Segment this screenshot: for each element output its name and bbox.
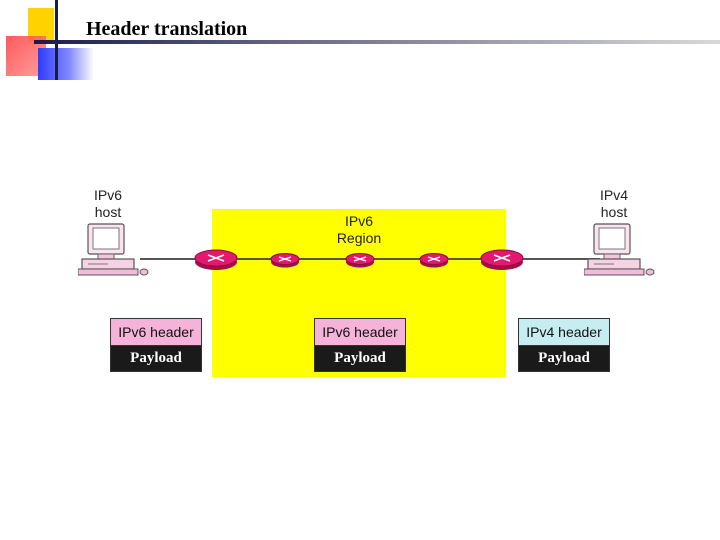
region-label-line2: Region — [336, 230, 382, 246]
router-icon — [345, 252, 375, 268]
left-host-label-line2: host — [94, 204, 122, 220]
slide-title: Header translation — [86, 18, 248, 40]
left-host-label: IPv6 host — [78, 187, 138, 221]
right-host-label-line1: IPv4 — [599, 187, 628, 203]
packet-payload: Payload — [315, 346, 405, 371]
region-label: IPv6 Region — [212, 213, 506, 247]
left-host-label-line1: IPv6 — [93, 187, 122, 203]
left-host-computer-icon — [77, 222, 150, 281]
decor-blue-square — [38, 48, 94, 80]
packet-ipv6-middle: IPv6 header Payload — [314, 318, 406, 372]
packet-header: IPv4 header — [519, 319, 609, 346]
packet-ipv4-right: IPv4 header Payload — [518, 318, 610, 372]
packet-ipv6-left: IPv6 header Payload — [110, 318, 202, 372]
right-host-label: IPv4 host — [584, 187, 644, 221]
right-host-computer-icon — [583, 222, 656, 281]
region-label-line1: IPv6 — [344, 213, 373, 229]
packet-header: IPv6 header — [315, 319, 405, 346]
router-icon — [419, 252, 449, 268]
packet-payload: Payload — [519, 346, 609, 371]
router-icon — [270, 252, 300, 268]
packet-payload: Payload — [111, 346, 201, 371]
right-border-router-icon — [480, 249, 524, 271]
packet-header: IPv6 header — [111, 319, 201, 346]
right-host-label-line2: host — [600, 204, 628, 220]
left-border-router-icon — [194, 249, 238, 271]
title-underline — [34, 40, 720, 44]
